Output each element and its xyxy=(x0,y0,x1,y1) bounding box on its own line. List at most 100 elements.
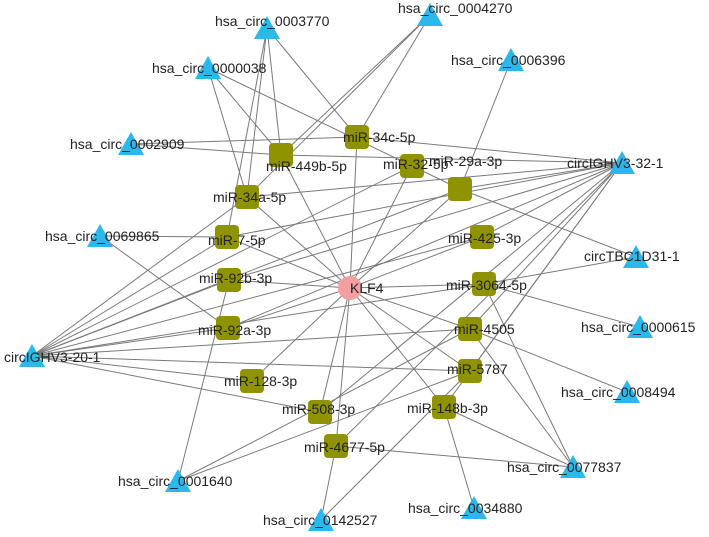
node-labels: hsa_circ_0004270 hsa_circ_0003770 hsa_circ… xyxy=(4,0,696,528)
edge-c_20_1-m_7 xyxy=(31,236,228,357)
edge-KLF4-m_92b xyxy=(228,279,351,289)
edge-c_3770-m_34c xyxy=(266,27,358,138)
mirna-square-icon xyxy=(216,316,240,340)
edge-c_20_1-m_92b xyxy=(31,279,230,357)
edge-c_32_1-m_34c xyxy=(356,136,623,164)
edge-c_77837-m_3064 xyxy=(483,283,574,468)
node-label-c_1640: hsa_circ_0001640 xyxy=(118,473,233,489)
circrna-triangle-icon xyxy=(609,151,635,174)
edge-c_32_1-m_425 xyxy=(481,162,623,238)
edge-c_32_1-m_34a xyxy=(246,162,623,198)
edge-c_tbc-m_29a xyxy=(459,188,637,258)
node-label-c_38: hsa_circ_0000038 xyxy=(152,60,267,76)
edge-c_6396-m_29a xyxy=(459,59,512,190)
circrna-triangle-icon xyxy=(195,56,221,79)
circrna-triangle-icon xyxy=(627,315,653,338)
node-label-c_8494: hsa_circ_0008494 xyxy=(561,384,676,400)
edge-c_32_1-m_508 xyxy=(319,162,623,413)
node-label-m_5787: miR-5787 xyxy=(447,361,508,377)
node-label-m_508: miR-508-3p xyxy=(282,401,355,417)
node-label-m_92b: miR-92b-3p xyxy=(199,270,272,286)
node-label-m_29a: miR-29a-3p xyxy=(429,153,502,169)
node-label-c_20_1: circIGHV3-20-1 xyxy=(4,349,101,365)
circrna-triangle-icon xyxy=(19,344,45,367)
edge-KLF4-m_29a xyxy=(349,188,461,289)
edge-KLF4-m_34a xyxy=(246,196,351,289)
node-label-m_4677: miR-4677-5p xyxy=(304,439,385,455)
node-shapes xyxy=(19,3,653,531)
edge-KLF4-m_449b xyxy=(280,154,351,289)
node-label-m_32: miR-32-5p xyxy=(383,156,449,172)
circrna-triangle-icon xyxy=(308,508,334,531)
mirna-square-icon xyxy=(308,400,332,424)
edge-c_20_1-m_128 xyxy=(31,355,253,382)
edge-c_3770-m_7 xyxy=(226,27,268,238)
node-label-c_3770: hsa_circ_0003770 xyxy=(215,13,330,29)
edge-c_38-m_34a xyxy=(207,67,248,198)
node-label-c_69865: hsa_circ_0069865 xyxy=(45,228,160,244)
mirna-square-icon xyxy=(458,317,482,341)
node-label-c_2909: hsa_circ_0002909 xyxy=(70,136,185,152)
node-label-KLF4: KLF4 xyxy=(350,280,384,296)
circrna-triangle-icon xyxy=(614,380,640,403)
circrna-triangle-icon xyxy=(417,3,443,26)
edge-c_4270-m_34c xyxy=(356,14,431,138)
edge-KLF4-m_5787 xyxy=(349,287,471,372)
edge-c_69865-m_92a xyxy=(99,235,229,329)
circrna-triangle-icon xyxy=(254,16,280,39)
mirna-square-icon xyxy=(432,395,456,419)
node-label-c_32_1: circIGHV3-32-1 xyxy=(567,155,664,171)
edge-c_8494-m_4505 xyxy=(469,328,628,393)
edge-c_32_1-m_92a xyxy=(227,162,623,329)
edge-c_615-m_3064 xyxy=(483,283,641,328)
node-label-c_6396: hsa_circ_0006396 xyxy=(451,52,566,68)
edge-KLF4-m_34c xyxy=(349,136,358,289)
node-label-m_449b: miR-449b-5p xyxy=(266,158,347,174)
edge-KLF4-m_425 xyxy=(349,236,483,289)
mirna-square-icon xyxy=(240,369,264,393)
edge-c_20_1-m_4505 xyxy=(31,328,471,357)
mirna-square-icon xyxy=(458,359,482,383)
node-label-m_34a: miR-34a-5p xyxy=(213,189,286,205)
edge-c_77837-m_4505 xyxy=(469,328,574,468)
node-label-m_7: miR-7-5p xyxy=(208,232,266,248)
edge-c_32_1-m_4505 xyxy=(469,162,623,330)
node-label-m_128: miR-128-3p xyxy=(224,373,297,389)
edge-c_20_1-m_3064 xyxy=(31,283,485,357)
edge-c_20_1-m_508 xyxy=(31,355,321,413)
mirna-square-icon xyxy=(345,125,369,149)
mirna-square-icon xyxy=(324,434,348,458)
edge-c_1640-m_92b xyxy=(177,279,230,482)
edge-KLF4-m_128 xyxy=(251,287,351,382)
edge-KLF4-m_148b xyxy=(349,287,445,408)
edge-c_77837-m_4677 xyxy=(335,445,574,468)
edge-c_32_1-m_92b xyxy=(228,162,623,281)
node-label-m_92a: miR-92a-3p xyxy=(198,322,271,338)
edge-c_3770-m_449b xyxy=(266,27,282,156)
mirna-square-icon xyxy=(215,225,239,249)
mirna-square-icon xyxy=(472,272,496,296)
edge-c_20_1-m_92a xyxy=(31,327,229,357)
node-label-m_148b: miR-148b-3p xyxy=(407,400,488,416)
edge-c_142527-m_4677 xyxy=(320,445,337,521)
edge-KLF4-m_4505 xyxy=(349,287,471,330)
edge-c_tbc-m_3064 xyxy=(483,256,637,285)
circrna-triangle-icon xyxy=(498,48,524,71)
edge-c_32_1-m_4677 xyxy=(335,162,623,447)
edge-c_20_1-m_34a xyxy=(31,196,248,357)
node-label-c_tbc: circTBC1D31-1 xyxy=(584,248,680,264)
circrna-triangle-icon xyxy=(461,496,487,519)
edge-KLF4-m_3064 xyxy=(349,283,485,289)
edge-c_20_1-m_5787 xyxy=(31,355,471,372)
mirna-square-icon xyxy=(470,225,494,249)
node-label-c_4270: hsa_circ_0004270 xyxy=(398,0,513,16)
edge-c_1640-m_5787 xyxy=(177,370,471,482)
edge-c_20_1-m_32 xyxy=(31,165,413,357)
edge-c_69865-m_7 xyxy=(99,235,228,238)
edge-KLF4-m_508 xyxy=(319,287,351,413)
circrna-triangle-icon xyxy=(165,469,191,492)
node-label-m_425: miR-425-3p xyxy=(448,230,521,246)
node-label-m_3064: miR-3064-5p xyxy=(446,277,527,293)
edge-KLF4-m_32 xyxy=(349,165,413,289)
